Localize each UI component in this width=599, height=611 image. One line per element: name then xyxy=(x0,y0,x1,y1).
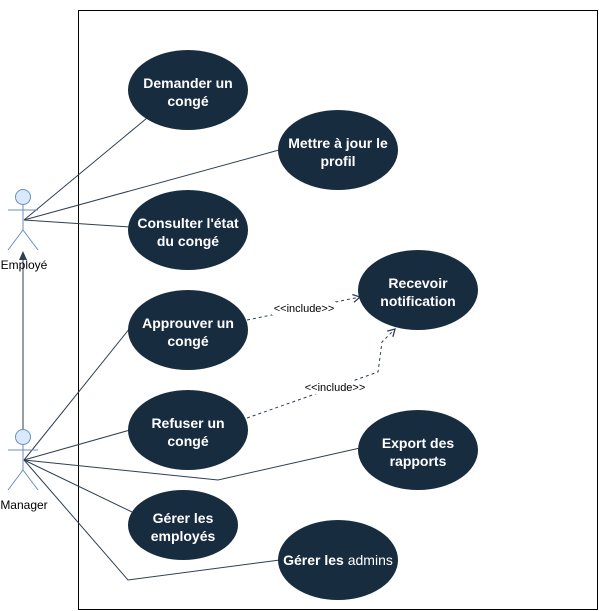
svg-text:Export des: Export des xyxy=(382,435,455,451)
svg-text:congé: congé xyxy=(167,433,208,449)
usecase-approve-leave[interactable]: Approuver un congé xyxy=(128,290,248,370)
svg-text:Mettre à jour le: Mettre à jour le xyxy=(288,135,388,151)
actor-manager[interactable] xyxy=(7,429,39,491)
svg-text:congé: congé xyxy=(167,93,208,109)
svg-text:Consulter l'état: Consulter l'état xyxy=(137,215,239,231)
include-approve-notification xyxy=(246,293,362,321)
actor-manager-head xyxy=(15,429,31,445)
assoc-manager-approve xyxy=(23,327,131,461)
assoc-manager-export xyxy=(23,447,361,481)
include-label-bg-refuse xyxy=(303,381,367,394)
include-label-refuse: <<include>> xyxy=(305,382,366,394)
manager-associations xyxy=(23,327,361,581)
svg-text:employés: employés xyxy=(151,528,216,544)
svg-text:Demander un: Demander un xyxy=(143,75,232,91)
usecase-manage-admins[interactable]: Gérer les admins xyxy=(278,520,398,600)
svg-text:profil: profil xyxy=(321,153,356,169)
usecase-manage-admins-bold: Gérer les xyxy=(283,552,344,568)
assoc-manager-employees xyxy=(23,459,133,513)
include-label-approve: <<include>> xyxy=(274,303,335,315)
include-refuse-notification xyxy=(246,328,396,419)
usecase-request-leave[interactable]: Demander un congé xyxy=(128,50,248,130)
usecase-export-reports[interactable]: Export des rapports xyxy=(358,410,478,490)
svg-text:du congé: du congé xyxy=(157,233,219,249)
include-relations xyxy=(246,293,396,419)
assoc-manager-refuse xyxy=(23,429,131,461)
svg-text:Refuser un: Refuser un xyxy=(151,415,224,431)
usecase-update-profile[interactable]: Mettre à jour le profil xyxy=(278,110,398,190)
usecase-manage-admins-normal: admins xyxy=(348,552,393,568)
usecase-refuse-leave[interactable]: Refuser un congé xyxy=(128,390,248,470)
svg-text:congé: congé xyxy=(167,333,208,349)
assoc-employee-update-profile xyxy=(23,149,280,221)
svg-text:rapports: rapports xyxy=(390,453,447,469)
employee-associations xyxy=(23,117,280,228)
system-boundary xyxy=(78,10,598,610)
svg-text:Recevoir: Recevoir xyxy=(388,275,448,291)
actor-employee-head xyxy=(15,189,31,205)
svg-text:Gérer les admins: Gérer les admins xyxy=(283,552,393,568)
include-label-bg-approve xyxy=(272,302,336,315)
usecase-manage-employees[interactable]: Gérer les employés xyxy=(128,490,238,560)
actor-manager-label: Manager xyxy=(0,498,47,512)
assoc-manager-admins xyxy=(23,459,281,581)
actor-employee[interactable] xyxy=(7,189,39,251)
usecase-receive-notification[interactable]: Recevoir notification xyxy=(358,250,478,330)
svg-text:Approuver un: Approuver un xyxy=(142,315,234,331)
actor-employee-label: Employé xyxy=(1,258,48,272)
svg-text:notification: notification xyxy=(380,293,455,309)
svg-text:Gérer les: Gérer les xyxy=(153,510,214,526)
assoc-employee-request-leave xyxy=(23,117,148,221)
usecase-check-status[interactable]: Consulter l'état du congé xyxy=(128,190,248,270)
assoc-employee-check-status xyxy=(23,219,131,228)
